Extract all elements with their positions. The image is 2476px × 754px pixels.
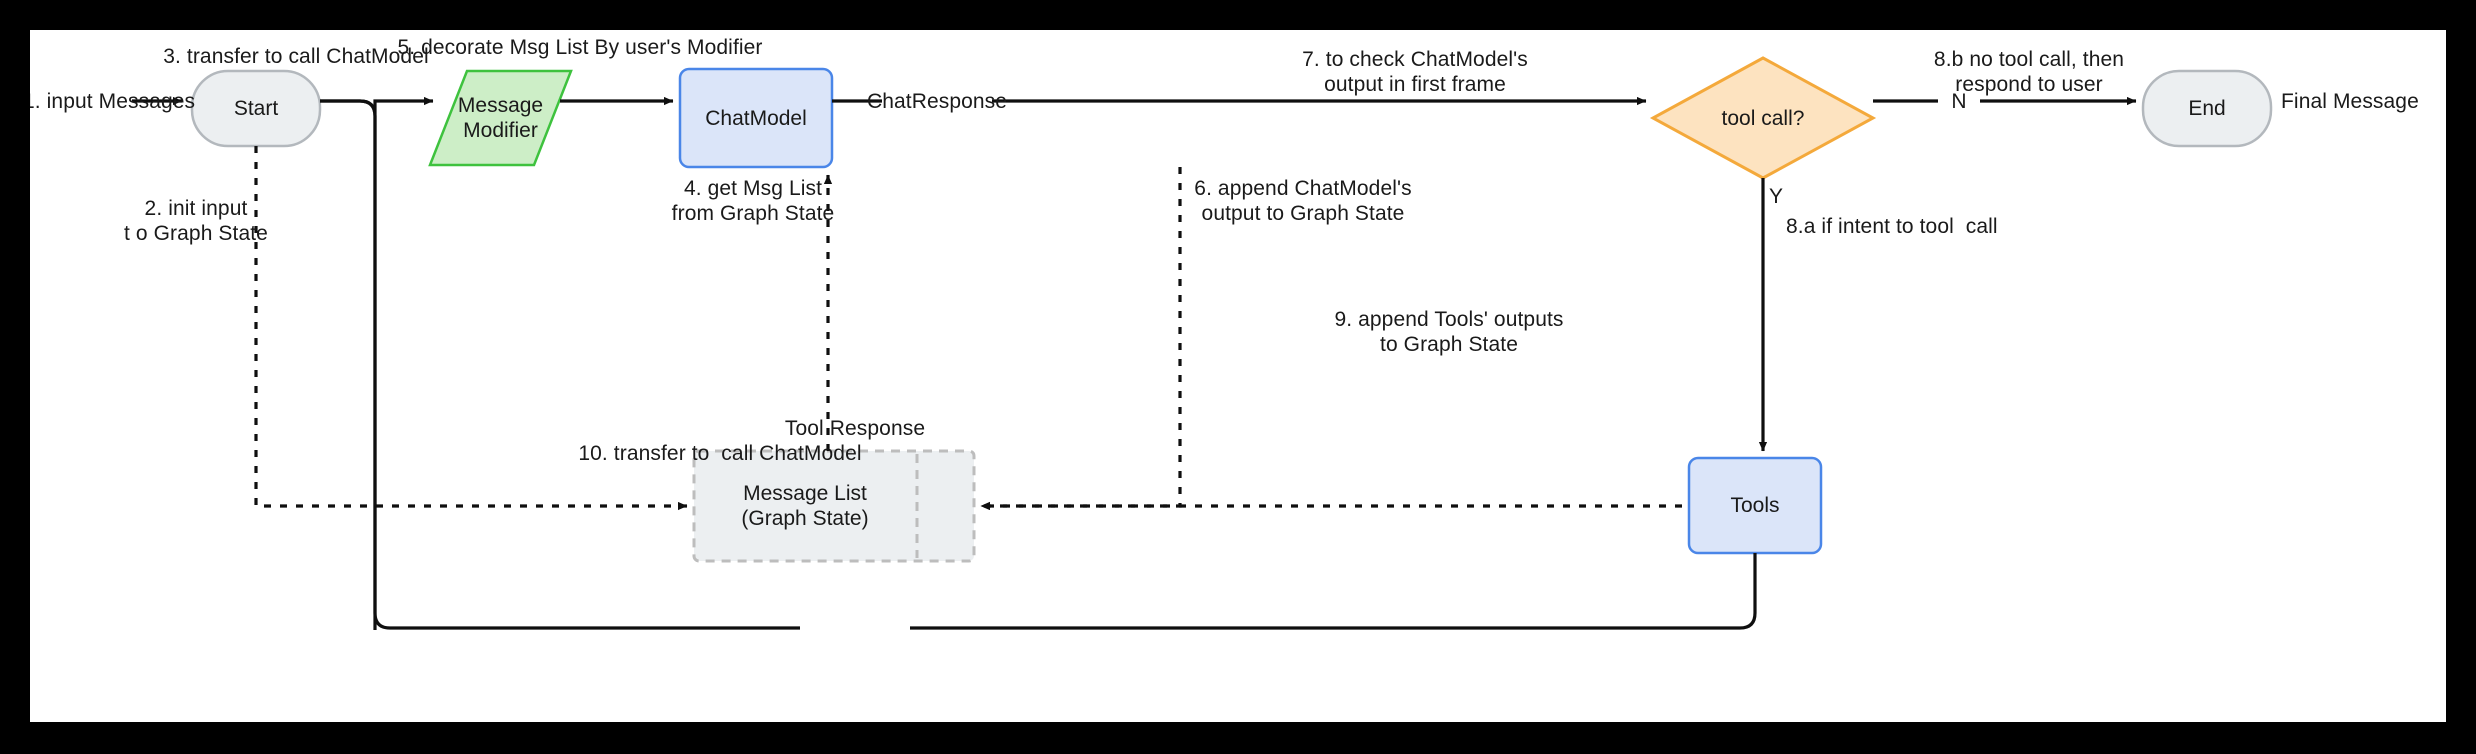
- edge-label-branch-yes: Y: [1769, 185, 1784, 208]
- node-message-list-shape[interactable]: [692, 449, 976, 563]
- diagram-canvas: Start Message Modifier ChatModel tool ca…: [30, 30, 2446, 722]
- diagram-vector-layer: [132, 56, 2273, 630]
- edge-label-transfer-to-call-chatmodel-2: 10. transfer to call ChatModel: [578, 442, 862, 465]
- edge-label-init-input: 2. init input t o Graph State: [124, 197, 268, 245]
- edge-tools-to-bottom-loop: [910, 553, 1757, 630]
- edge-label-check-chatmodel-output: 7. to check ChatModel's output in first …: [1302, 48, 1528, 96]
- edge-label-final-message: Final Message: [2281, 90, 2419, 113]
- node-chatmodel-shape[interactable]: [678, 67, 834, 169]
- edge-trunk-down-left: [320, 99, 377, 630]
- edge-label-decorate-msg-list: 5. decorate Msg List By user's Modifier: [397, 36, 763, 59]
- edge-chatmodel-to-message-list-dashed: [980, 167, 1182, 511]
- edge-label-append-chatmodel-output: 6. append ChatModel's output to Graph St…: [1194, 177, 1412, 225]
- node-end-shape[interactable]: [2141, 69, 2273, 148]
- node-start-shape[interactable]: [190, 69, 322, 148]
- node-tools-shape[interactable]: [1687, 456, 1823, 555]
- edge-label-tool-response: Tool Response: [784, 417, 926, 440]
- node-toolcall-shape[interactable]: [1649, 56, 1877, 180]
- node-message-modifier-shape[interactable]: [428, 69, 573, 167]
- edge-label-input-messages: 1. input Messages: [30, 90, 196, 113]
- edge-label-transfer-to-call-chatmodel: 3. transfer to call ChatModel: [163, 45, 429, 68]
- edge-label-branch-no: N: [1951, 90, 1967, 113]
- edge-label-no-tool-call: 8.b no tool call, then respond to user: [1933, 48, 2125, 96]
- edge-label-if-intent-to-tool-call: 8.a if intent to tool call: [1786, 215, 1998, 238]
- edge-label-get-msg-list: 4. get Msg List from Graph State: [671, 177, 835, 225]
- edge-bottom-loop-to-trunk: [373, 116, 800, 630]
- edge-label-append-tools-outputs: 9. append Tools' outputs to Graph State: [1334, 308, 1564, 356]
- edge-label-chat-response: ChatResponse: [866, 90, 1008, 113]
